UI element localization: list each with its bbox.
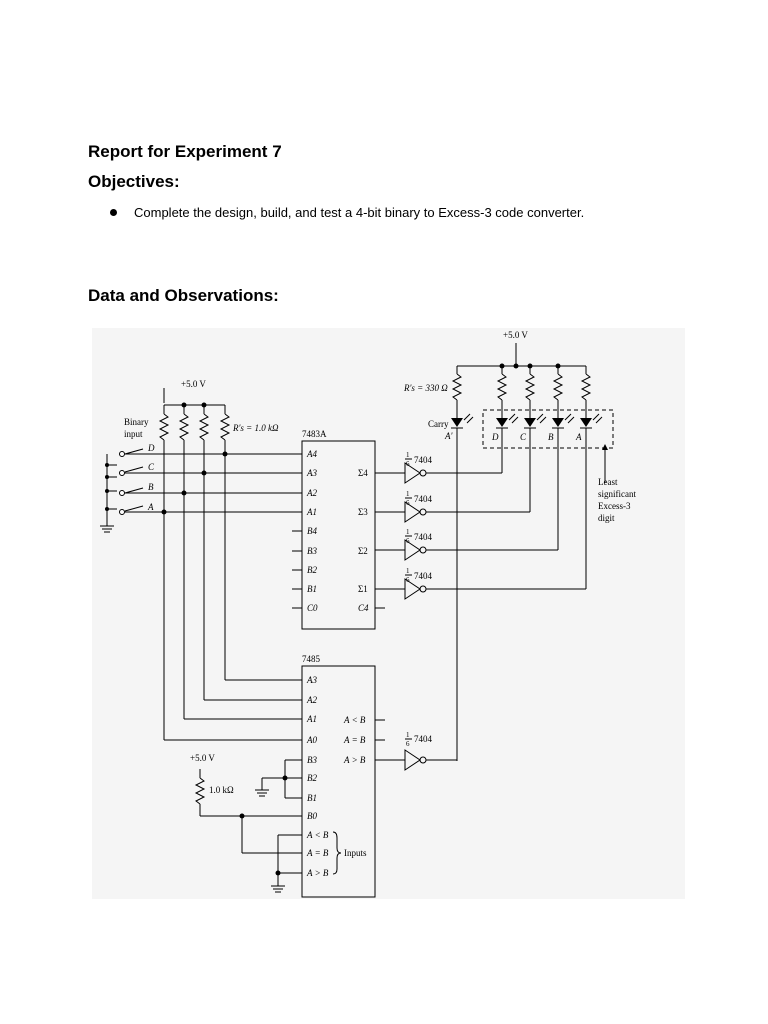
comp-pin-a2: A2 xyxy=(306,695,317,705)
note-line-3: Excess-3 xyxy=(598,501,631,511)
carry-led-label: A' xyxy=(444,431,453,441)
binary-input-line-1: Binary xyxy=(124,417,149,427)
comp-out-gt: A > B xyxy=(343,755,366,765)
inverter-5-frac-num: 1 xyxy=(406,731,410,739)
inverter-1-label: 7404 xyxy=(414,455,433,465)
adder-pin-sum2: Σ2 xyxy=(358,546,368,556)
inverter-1-frac-num: 1 xyxy=(406,451,410,459)
binary-input-line-2: input xyxy=(124,429,143,439)
adder-pin-a2: A2 xyxy=(306,488,317,498)
adder-pin-c4: C4 xyxy=(358,603,369,613)
adder-pin-c0: C0 xyxy=(307,603,318,613)
comp-pin-a0: A0 xyxy=(306,735,317,745)
pullup-resistor-label: 1.0 kΩ xyxy=(209,785,234,795)
comp-pin-b1: B1 xyxy=(307,793,317,803)
bullet-icon xyxy=(110,209,117,216)
inverter-4-label: 7404 xyxy=(414,571,433,581)
comp-pin-b0: B0 xyxy=(307,811,317,821)
inverter-5-label: 7404 xyxy=(414,734,433,744)
inverter-4-frac-den: 6 xyxy=(406,576,410,584)
inverter-2-frac-num: 1 xyxy=(406,490,410,498)
switch-label-a: A xyxy=(147,502,154,512)
led-carry xyxy=(451,413,474,429)
comp-out-eq: A = B xyxy=(343,735,366,745)
objective-text: Complete the design, build, and test a 4… xyxy=(134,205,585,220)
adder-pin-b1: B1 xyxy=(307,584,317,594)
led-label-d: D xyxy=(491,432,499,442)
led-resistor-label: R's = 330 Ω xyxy=(403,383,448,393)
note-line-2: significant xyxy=(598,489,636,499)
comp-pin-in-eq: A = B xyxy=(306,848,329,858)
switch-label-d: D xyxy=(147,443,155,453)
adder-pin-b3: B3 xyxy=(307,546,317,556)
adder-pin-a3: A3 xyxy=(306,468,317,478)
input-resistor-label: R's = 1.0 kΩ xyxy=(232,423,279,433)
adder-pin-sum3: Σ3 xyxy=(358,507,368,517)
inverter-4-frac-num: 1 xyxy=(406,567,410,575)
supply-left-label: +5.0 V xyxy=(181,379,206,389)
led-label-c: C xyxy=(520,432,527,442)
junction-dots xyxy=(105,363,561,876)
comp-pin-in-gt: A > B xyxy=(306,868,329,878)
led-d xyxy=(496,413,519,429)
led-label-b: B xyxy=(548,432,554,442)
inverter-3-frac-den: 6 xyxy=(406,537,410,545)
comp-pin-a1: A1 xyxy=(306,714,317,724)
supply-bottom-label: +5.0 V xyxy=(190,753,215,763)
inverter-2-frac-den: 6 xyxy=(406,499,410,507)
adder-pin-a1: A1 xyxy=(306,507,317,517)
carry-label: Carry xyxy=(428,419,449,429)
adder-pin-b4: B4 xyxy=(307,526,317,536)
data-observations-heading: Data and Observations: xyxy=(88,286,279,305)
inverter-3-frac-num: 1 xyxy=(406,528,410,536)
adder-pin-sum1: Σ1 xyxy=(358,584,368,594)
switch-contacts xyxy=(119,451,125,515)
wires xyxy=(100,343,614,898)
inputs-label: Inputs xyxy=(344,848,367,858)
comparator-name: 7485 xyxy=(302,654,321,664)
comp-pin-b2: B2 xyxy=(307,773,317,783)
adder-pin-sum4: Σ4 xyxy=(358,468,368,478)
objective-item: Complete the design, build, and test a 4… xyxy=(110,205,584,220)
schematic-svg: +5.0 V R's = 330 Ω Carry A' D C B A Leas… xyxy=(100,330,636,898)
led-label-a: A xyxy=(575,432,582,442)
note-line-4: digit xyxy=(598,513,615,523)
led-a xyxy=(580,413,603,429)
comp-out-lt: A < B xyxy=(343,715,366,725)
led-b xyxy=(552,413,575,429)
note-line-1: Least xyxy=(598,477,618,487)
adder-pin-b2: B2 xyxy=(307,565,317,575)
comp-pin-in-lt: A < B xyxy=(306,830,329,840)
inverter-1-frac-den: 6 xyxy=(406,460,410,468)
adder-pin-a4: A4 xyxy=(306,449,317,459)
adder-name: 7483A xyxy=(302,429,327,439)
inverter-2-label: 7404 xyxy=(414,494,433,504)
inverter-3-label: 7404 xyxy=(414,532,433,542)
objectives-heading: Objectives: xyxy=(88,172,180,191)
switch-label-c: C xyxy=(148,462,155,472)
led-c xyxy=(524,413,547,429)
supply-top-label: +5.0 V xyxy=(503,330,528,340)
comp-pin-a3: A3 xyxy=(306,675,317,685)
comp-pin-b3: B3 xyxy=(307,755,317,765)
inverter-5-frac-den: 6 xyxy=(406,740,410,748)
switch-label-b: B xyxy=(148,482,154,492)
circuit-schematic: +5.0 V R's = 330 Ω Carry A' D C B A Leas… xyxy=(92,328,685,899)
report-title: Report for Experiment 7 xyxy=(88,142,282,161)
